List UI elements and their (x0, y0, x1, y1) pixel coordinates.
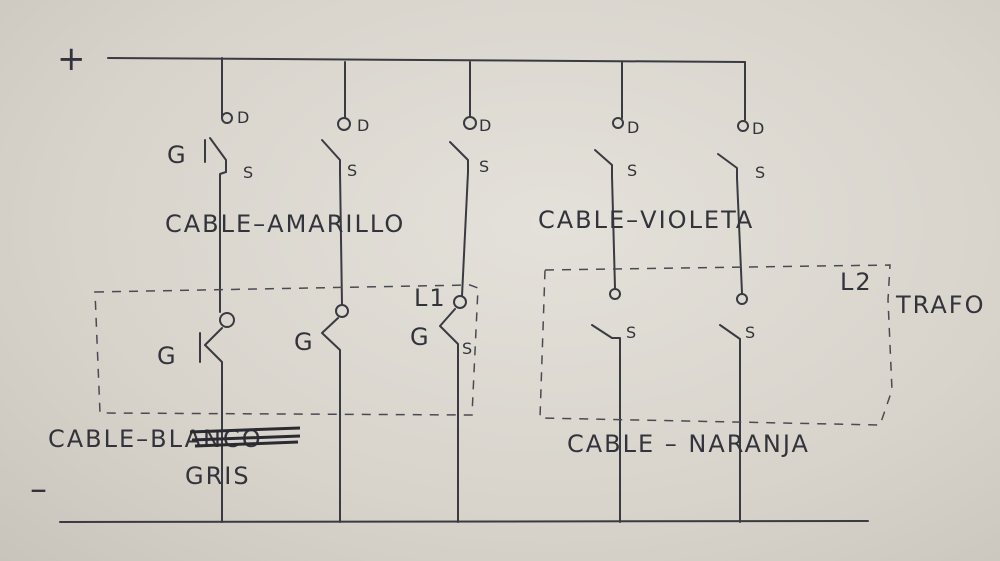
svg-text:D: D (627, 118, 639, 137)
svg-text:D: D (752, 119, 764, 138)
svg-text:D: D (479, 116, 491, 135)
drain-terminal (221, 112, 233, 124)
svg-text:D: D (357, 116, 369, 135)
branch-3 (439, 61, 477, 523)
svg-text:S: S (755, 163, 765, 182)
svg-text:G: G (294, 328, 315, 356)
cable-label-gris: GRIS (185, 462, 251, 490)
branch-1 (199, 57, 235, 523)
group-box-l2 (539, 264, 893, 426)
branch-2 (321, 61, 351, 523)
group-label-l2: L2 (840, 268, 873, 296)
negative-label: – (30, 469, 49, 509)
svg-text:S: S (243, 163, 253, 182)
svg-text:S: S (626, 323, 636, 342)
pin-letters: G D S D S D S D S D S G G G S S S (157, 108, 765, 370)
branch-5 (717, 61, 749, 523)
svg-text:G: G (157, 342, 178, 370)
svg-text:S: S (627, 161, 637, 180)
svg-text:S: S (745, 323, 755, 342)
group-box-l1 (94, 284, 479, 416)
positive-label: + (57, 39, 88, 79)
svg-text:S: S (347, 161, 357, 180)
negative-rail (59, 520, 869, 523)
cable-label-naranja: CABLE – NARANJA (567, 430, 810, 458)
svg-text:D: D (237, 108, 249, 127)
svg-text:G: G (167, 141, 188, 169)
positive-rail (107, 57, 746, 63)
group-label-trafo: TRAFO (895, 291, 985, 319)
group-label-l1: L1 (414, 284, 447, 312)
svg-text:S: S (479, 157, 489, 176)
cable-label-violeta: CABLE–VIOLETA (538, 206, 754, 234)
scribble-strike (189, 426, 301, 448)
svg-text:G: G (410, 323, 431, 351)
svg-text:S: S (462, 339, 472, 358)
cable-label-amarillo: CABLE–AMARILLO (165, 210, 405, 238)
transistor-terminal (219, 312, 235, 328)
